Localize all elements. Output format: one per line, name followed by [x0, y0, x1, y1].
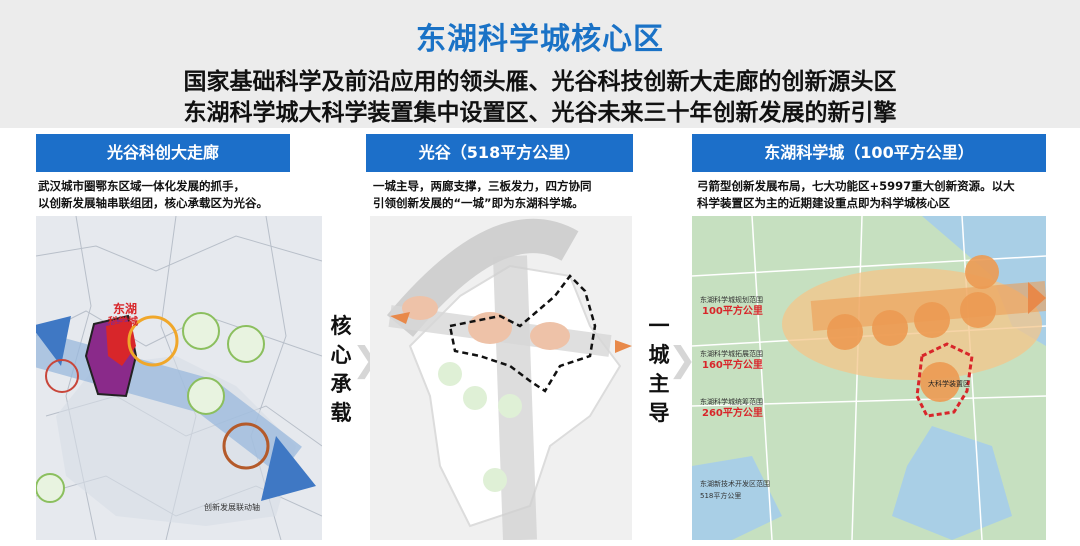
panel-desc-optics-valley: 一城主导，两廊支撑，三板发力，四方协同 引领创新发展的“一城”即为东湖科学城。 [373, 178, 635, 212]
range-label-area: 160平方公里 [702, 358, 763, 371]
connector-right: 一 城 主 导 [646, 312, 672, 428]
chevron-right-icon: ❯ [668, 340, 697, 380]
connector-char: 城 [648, 343, 670, 367]
connector-char: 载 [330, 401, 352, 425]
range-label-name: 东湖新技术开发区范围 [700, 479, 770, 488]
range-label-name: 东湖科学城拓展范围 [700, 349, 763, 358]
range-label-area: 100平方公里 [702, 304, 763, 317]
header-band [0, 0, 1080, 128]
connector-char: 核 [330, 314, 352, 338]
core-area-label: 大科学装置区 [928, 379, 970, 388]
connector-char: 主 [648, 372, 670, 396]
desc-line: 一城主导，两廊支撑，三板发力，四方协同 [373, 179, 592, 193]
desc-line: 弓箭型创新发展布局，七大功能区+5997重大创新资源。以大 [697, 179, 1015, 193]
panel-heading-science-city: 东湖科学城（100平方公里） [692, 134, 1046, 172]
subtitle-line-2: 东湖科学城大科学装置集中设置区、光谷未来三十年创新发展的新引擎 [183, 100, 897, 126]
map-label-main: 东湖 [113, 301, 137, 316]
connector-char: 一 [648, 314, 670, 338]
connector-left: 核 心 承 载 [328, 312, 354, 428]
range-label-name: 东湖科学城统筹范围 [700, 397, 763, 406]
connector-char: 导 [648, 401, 670, 425]
desc-line: 引领创新发展的“一城”即为东湖科学城。 [373, 196, 584, 210]
science-city-map: 东湖科学城规划范围 东湖科学城拓展范围 东湖科学城统筹范围 东湖新技术开发区范围… [692, 216, 1046, 540]
connector-char: 承 [330, 372, 352, 396]
page-title: 东湖科学城核心区 [416, 22, 664, 57]
corridor-map: 东湖 科学城 创新发展联动轴 [36, 216, 322, 540]
desc-line: 武汉城市圈鄂东区域一体化发展的抓手， [38, 179, 245, 193]
optics-valley-map [370, 216, 632, 540]
desc-line: 科学装置区为主的近期建设重点即为科学城核心区 [697, 196, 950, 210]
panel-desc-science-city: 弓箭型创新发展布局，七大功能区+5997重大创新资源。以大 科学装置区为主的近期… [697, 178, 1067, 212]
desc-line: 以创新发展轴串联组团，核心承载区为光谷。 [38, 196, 268, 210]
range-label-name: 东湖科学城规划范围 [700, 295, 763, 304]
subtitle-line-1: 国家基础科学及前沿应用的领头雁、光谷科技创新大走廊的创新源头区 [183, 69, 897, 95]
range-label-area: 260平方公里 [702, 406, 763, 419]
connector-char: 心 [330, 343, 352, 367]
panel-heading-corridor: 光谷科创大走廊 [36, 134, 290, 172]
panel-heading-optics-valley: 光谷（518平方公里） [366, 134, 633, 172]
map-axis-label: 创新发展联动轴 [204, 502, 260, 512]
panel-desc-corridor: 武汉城市圈鄂东区域一体化发展的抓手， 以创新发展轴串联组团，核心承载区为光谷。 [38, 178, 298, 212]
range-label-area: 518平方公里 [700, 491, 741, 500]
map-label-sub: 科学城 [108, 315, 138, 328]
